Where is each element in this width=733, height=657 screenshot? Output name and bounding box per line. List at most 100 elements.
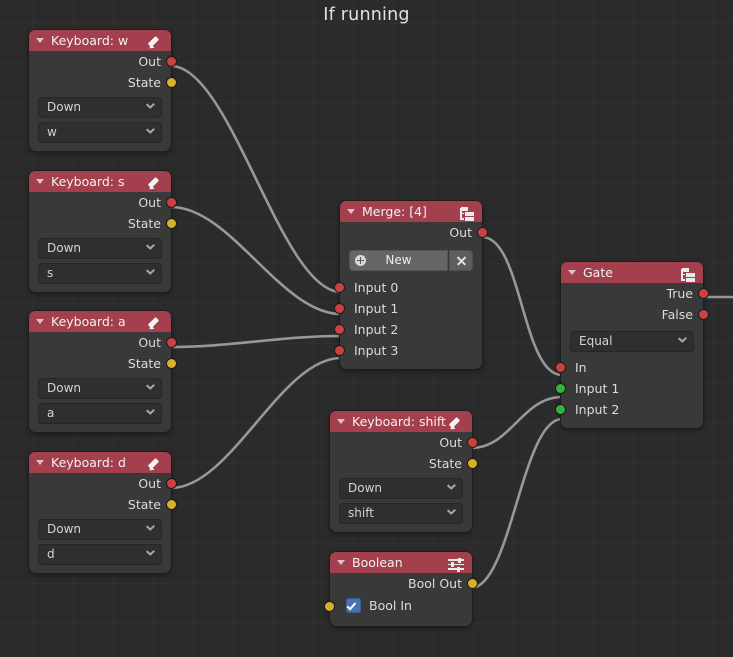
dropdown-event-type[interactable]: Down xyxy=(38,519,162,540)
dropdown-compare-mode[interactable]: Equal xyxy=(570,331,694,352)
socket-input-2[interactable] xyxy=(334,324,345,335)
node-keyboard-s[interactable]: Keyboard: s Out State Down s xyxy=(29,171,177,292)
collapse-triangle-icon[interactable] xyxy=(36,460,44,465)
pencil-icon[interactable] xyxy=(147,314,165,332)
socket-input-1[interactable] xyxy=(334,303,345,314)
socket-bool-in[interactable] xyxy=(324,601,335,612)
socket-out[interactable] xyxy=(166,197,177,208)
tree-list-icon[interactable] xyxy=(458,204,476,221)
socket-label: Out xyxy=(138,335,161,350)
dropdown-value: shift xyxy=(348,506,374,520)
socket-state[interactable] xyxy=(166,499,177,510)
dropdown-event-type[interactable]: Down xyxy=(339,478,463,499)
socket-false[interactable] xyxy=(698,309,709,320)
node-header[interactable]: Keyboard: w xyxy=(29,30,171,51)
new-input-button-label: New xyxy=(385,253,412,267)
socket-out[interactable] xyxy=(166,478,177,489)
socket-label: Out xyxy=(138,195,161,210)
node-header[interactable]: Keyboard: shift xyxy=(330,411,472,432)
sliders-icon[interactable] xyxy=(448,555,466,572)
remove-input-button[interactable] xyxy=(449,250,473,271)
socket-label: Bool In xyxy=(369,598,412,613)
collapse-triangle-icon[interactable] xyxy=(36,319,44,324)
socket-input-2[interactable] xyxy=(555,404,566,415)
pencil-icon[interactable] xyxy=(147,174,165,192)
node-merge[interactable]: Merge: [4] Out New xyxy=(334,201,488,369)
chevron-down-icon xyxy=(146,551,154,556)
socket-row-input-3: Input 3 xyxy=(334,340,482,361)
dropdown-event-type[interactable]: Down xyxy=(38,97,162,118)
socket-label: False xyxy=(661,307,693,322)
socket-row-in: In xyxy=(555,357,703,378)
socket-row-out: Out xyxy=(340,222,488,243)
chevron-down-icon xyxy=(146,129,154,134)
dropdown-value: a xyxy=(47,406,55,420)
dropdown-key[interactable]: w xyxy=(38,122,162,143)
tree-list-icon[interactable] xyxy=(679,265,697,282)
socket-state[interactable] xyxy=(166,77,177,88)
node-gate[interactable]: Gate True False Equal xyxy=(555,262,709,428)
link-a-to-merge2 xyxy=(169,334,343,349)
socket-out[interactable] xyxy=(166,56,177,67)
socket-row-out: Out xyxy=(29,473,177,494)
node-header[interactable]: Gate xyxy=(561,262,703,283)
socket-label: Input 1 xyxy=(354,301,399,316)
collapse-triangle-icon[interactable] xyxy=(347,209,355,214)
socket-label: Bool Out xyxy=(408,576,462,591)
socket-true[interactable] xyxy=(698,288,709,299)
chevron-down-icon xyxy=(146,410,154,415)
node-keyboard-w[interactable]: Keyboard: w Out State Down w xyxy=(29,30,177,151)
page-title: If running xyxy=(323,5,410,25)
socket-label: State xyxy=(127,75,161,90)
collapse-triangle-icon[interactable] xyxy=(337,560,345,565)
node-header[interactable]: Merge: [4] xyxy=(340,201,482,222)
node-header[interactable]: Keyboard: d xyxy=(29,452,171,473)
socket-out[interactable] xyxy=(477,227,488,238)
node-boolean[interactable]: Boolean Bool Out Bool In xyxy=(324,552,478,626)
collapse-triangle-icon[interactable] xyxy=(36,179,44,184)
dropdown-key[interactable]: a xyxy=(38,403,162,424)
node-header[interactable]: Keyboard: s xyxy=(29,171,171,192)
pencil-icon[interactable] xyxy=(147,455,165,473)
node-keyboard-d[interactable]: Keyboard: d Out State Down d xyxy=(29,452,177,573)
socket-state[interactable] xyxy=(467,458,478,469)
collapse-triangle-icon[interactable] xyxy=(568,270,576,275)
socket-input-1[interactable] xyxy=(555,383,566,394)
socket-label: Input 2 xyxy=(354,322,399,337)
socket-in[interactable] xyxy=(555,362,566,373)
dropdown-key[interactable]: shift xyxy=(339,503,463,524)
dropdown-event-type[interactable]: Down xyxy=(38,378,162,399)
socket-state[interactable] xyxy=(166,218,177,229)
node-title: Gate xyxy=(583,265,613,280)
node-header[interactable]: Keyboard: a xyxy=(29,311,171,332)
dropdown-key[interactable]: d xyxy=(38,544,162,565)
pencil-icon[interactable] xyxy=(448,414,466,432)
socket-row-input-2: Input 2 xyxy=(555,399,703,420)
collapse-triangle-icon[interactable] xyxy=(337,419,345,424)
socket-row-input-1: Input 1 xyxy=(334,298,482,319)
socket-input-3[interactable] xyxy=(334,345,345,356)
dropdown-key[interactable]: s xyxy=(38,263,162,284)
collapse-triangle-icon[interactable] xyxy=(36,38,44,43)
new-input-button[interactable]: New xyxy=(349,250,448,271)
plus-circle-icon xyxy=(355,255,366,266)
socket-out[interactable] xyxy=(166,337,177,348)
socket-label: State xyxy=(127,216,161,231)
node-title: Keyboard: d xyxy=(51,455,126,470)
socket-row-state: State xyxy=(29,72,177,93)
bool-in-checkbox[interactable] xyxy=(346,598,361,613)
socket-bool-out[interactable] xyxy=(467,578,478,589)
dropdown-event-type[interactable]: Down xyxy=(38,238,162,259)
node-header[interactable]: Boolean xyxy=(330,552,472,573)
socket-input-0[interactable] xyxy=(334,282,345,293)
chevron-down-icon xyxy=(678,338,686,343)
socket-out[interactable] xyxy=(467,437,478,448)
node-keyboard-shift[interactable]: Keyboard: shift Out State Down shift xyxy=(330,411,478,532)
socket-state[interactable] xyxy=(166,358,177,369)
node-keyboard-a[interactable]: Keyboard: a Out State Down a xyxy=(29,311,177,432)
socket-label: Input 2 xyxy=(575,402,620,417)
pencil-icon[interactable] xyxy=(147,33,165,51)
dropdown-value: s xyxy=(47,266,54,280)
socket-row-bool-out: Bool Out xyxy=(330,573,478,594)
